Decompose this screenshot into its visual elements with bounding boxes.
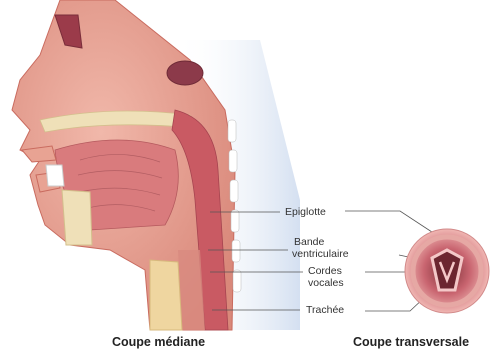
- label-cordes-vocales-line1: Cordes: [308, 265, 342, 277]
- transverse-section: [405, 229, 489, 313]
- sinus: [167, 61, 203, 85]
- label-bande-ventriculaire-line1: Bande: [294, 236, 324, 248]
- caption-transverse-section: Coupe transversale: [353, 335, 469, 349]
- label-cordes-vocales-line2: vocales: [308, 277, 344, 289]
- vocal-cords: [432, 250, 462, 290]
- caption-median-section: Coupe médiane: [112, 335, 205, 349]
- jaw-bone: [62, 190, 92, 245]
- label-trachee: Trachée: [306, 304, 344, 316]
- neck-skin: [150, 260, 182, 330]
- label-bande-ventriculaire-line2: ventriculaire: [292, 248, 349, 260]
- label-epiglotte: Epiglotte: [285, 206, 326, 218]
